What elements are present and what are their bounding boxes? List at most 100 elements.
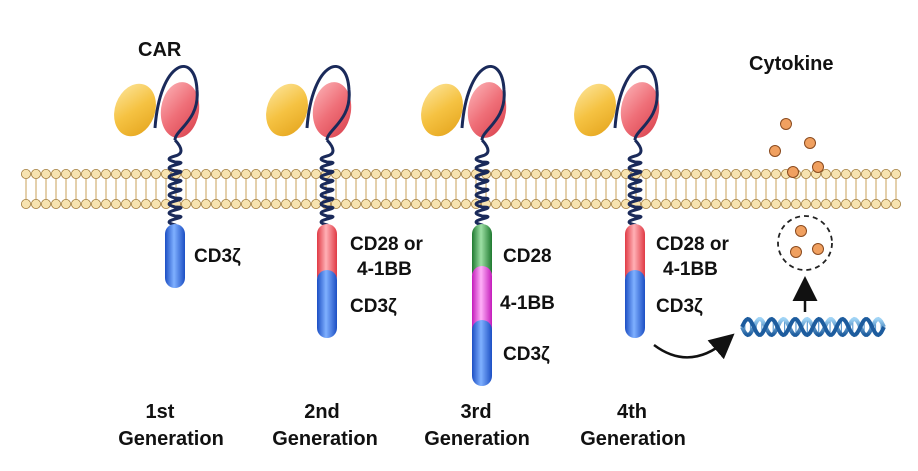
cd3z-domain <box>472 320 492 386</box>
lipid-head <box>410 168 421 179</box>
lipid-head <box>71 168 82 179</box>
gen3-label-41bb: 4-1BB <box>500 293 555 314</box>
scfv-linker <box>460 65 506 141</box>
car-receptor-gen4 <box>574 65 660 338</box>
lipid-head <box>390 168 401 179</box>
cytokine-dot <box>790 246 802 258</box>
lipid-head <box>571 198 582 209</box>
lipid-head <box>121 168 132 179</box>
lipid-head <box>591 168 602 179</box>
lipid-head <box>340 168 351 179</box>
lipid-head <box>460 168 471 179</box>
lipid-head <box>91 168 102 179</box>
lipid-head <box>270 198 281 209</box>
gen2-label-line2: Generation <box>272 428 378 450</box>
lipid-head <box>420 168 431 179</box>
transmembrane-coil <box>167 138 183 227</box>
lipid-head <box>851 168 862 179</box>
lipid-head <box>350 198 361 209</box>
lipid-head <box>651 168 662 179</box>
lipid-head <box>731 198 742 209</box>
lipid-head <box>781 198 792 209</box>
cytokine-dot <box>780 118 792 130</box>
lipid-head <box>711 198 722 209</box>
lipid-head <box>51 198 62 209</box>
car-title: CAR <box>138 39 182 61</box>
lipid-head <box>841 198 852 209</box>
scfv-vl-domain <box>421 83 463 137</box>
dna-icon <box>740 316 886 338</box>
lipid-head <box>831 168 842 179</box>
costim-domain <box>625 224 645 286</box>
cytokine-dot <box>812 161 824 173</box>
lipid-head <box>701 198 712 209</box>
lipid-head <box>130 198 141 209</box>
car-receptor-gen3 <box>421 65 507 386</box>
lipid-head <box>20 198 31 209</box>
lipid-head <box>380 168 391 179</box>
lipid-head <box>81 168 92 179</box>
lipid-head <box>601 198 612 209</box>
lipid-head <box>551 168 562 179</box>
lipid-head <box>651 198 662 209</box>
gen4-label-line1: 4th <box>617 401 647 423</box>
gen2-label-costim-line2: 4-1BB <box>357 259 412 280</box>
lipid-head <box>440 168 451 179</box>
lipid-head <box>51 168 62 179</box>
scfv-linker <box>613 65 659 141</box>
lipid-head <box>561 198 572 209</box>
lipid-head <box>731 168 742 179</box>
gen2-label-line1: 2nd <box>304 401 340 423</box>
dna-strand <box>740 316 886 338</box>
scfv-vh-domain <box>620 82 660 138</box>
lipid-head <box>561 168 572 179</box>
lipid-head <box>101 198 112 209</box>
lipid-head <box>721 198 732 209</box>
lipid-head <box>861 198 872 209</box>
car-receptors <box>114 65 660 386</box>
lipid-head <box>521 198 532 209</box>
lipid-head <box>551 198 562 209</box>
lipid-head <box>130 168 141 179</box>
lipid-head <box>240 168 251 179</box>
lipid-head <box>811 198 822 209</box>
lipid-head <box>101 168 112 179</box>
lipid-head <box>881 198 892 209</box>
lipid-head <box>121 198 132 209</box>
lipid-head <box>871 168 882 179</box>
lipid-head <box>761 198 772 209</box>
lipid-head <box>190 198 201 209</box>
lipid-head <box>801 168 812 179</box>
lipid-head <box>300 168 311 179</box>
lipid-head <box>111 198 122 209</box>
lipid-head <box>30 198 41 209</box>
lipid-head <box>751 168 762 179</box>
lipid-head <box>400 168 411 179</box>
cytokine-dot <box>787 166 799 178</box>
lipid-head <box>340 198 351 209</box>
scfv-linker <box>305 65 351 141</box>
lipid-head <box>891 198 902 209</box>
gen3-label-cd28: CD28 <box>503 246 552 267</box>
lipid-head <box>140 198 151 209</box>
lipid-head <box>661 168 672 179</box>
lipid-head <box>260 198 271 209</box>
car-receptor-gen2 <box>266 65 352 338</box>
lipid-head <box>801 198 812 209</box>
lipid-head <box>290 198 301 209</box>
gen1-label-cd3z: CD3ζ <box>194 246 241 267</box>
lipid-head <box>230 168 241 179</box>
lipid-head <box>581 168 592 179</box>
lipid-head <box>420 198 431 209</box>
lipid-head <box>140 168 151 179</box>
lipid-head <box>671 198 682 209</box>
cd3z-domain <box>625 270 645 338</box>
lipid-head <box>210 198 221 209</box>
cd3z-domain <box>317 270 337 338</box>
lipid-head <box>210 168 221 179</box>
cytokine-dot <box>769 145 781 157</box>
transmembrane-coil <box>474 138 490 227</box>
lipid-head <box>280 198 291 209</box>
gen4-label-line2: Generation <box>580 428 686 450</box>
